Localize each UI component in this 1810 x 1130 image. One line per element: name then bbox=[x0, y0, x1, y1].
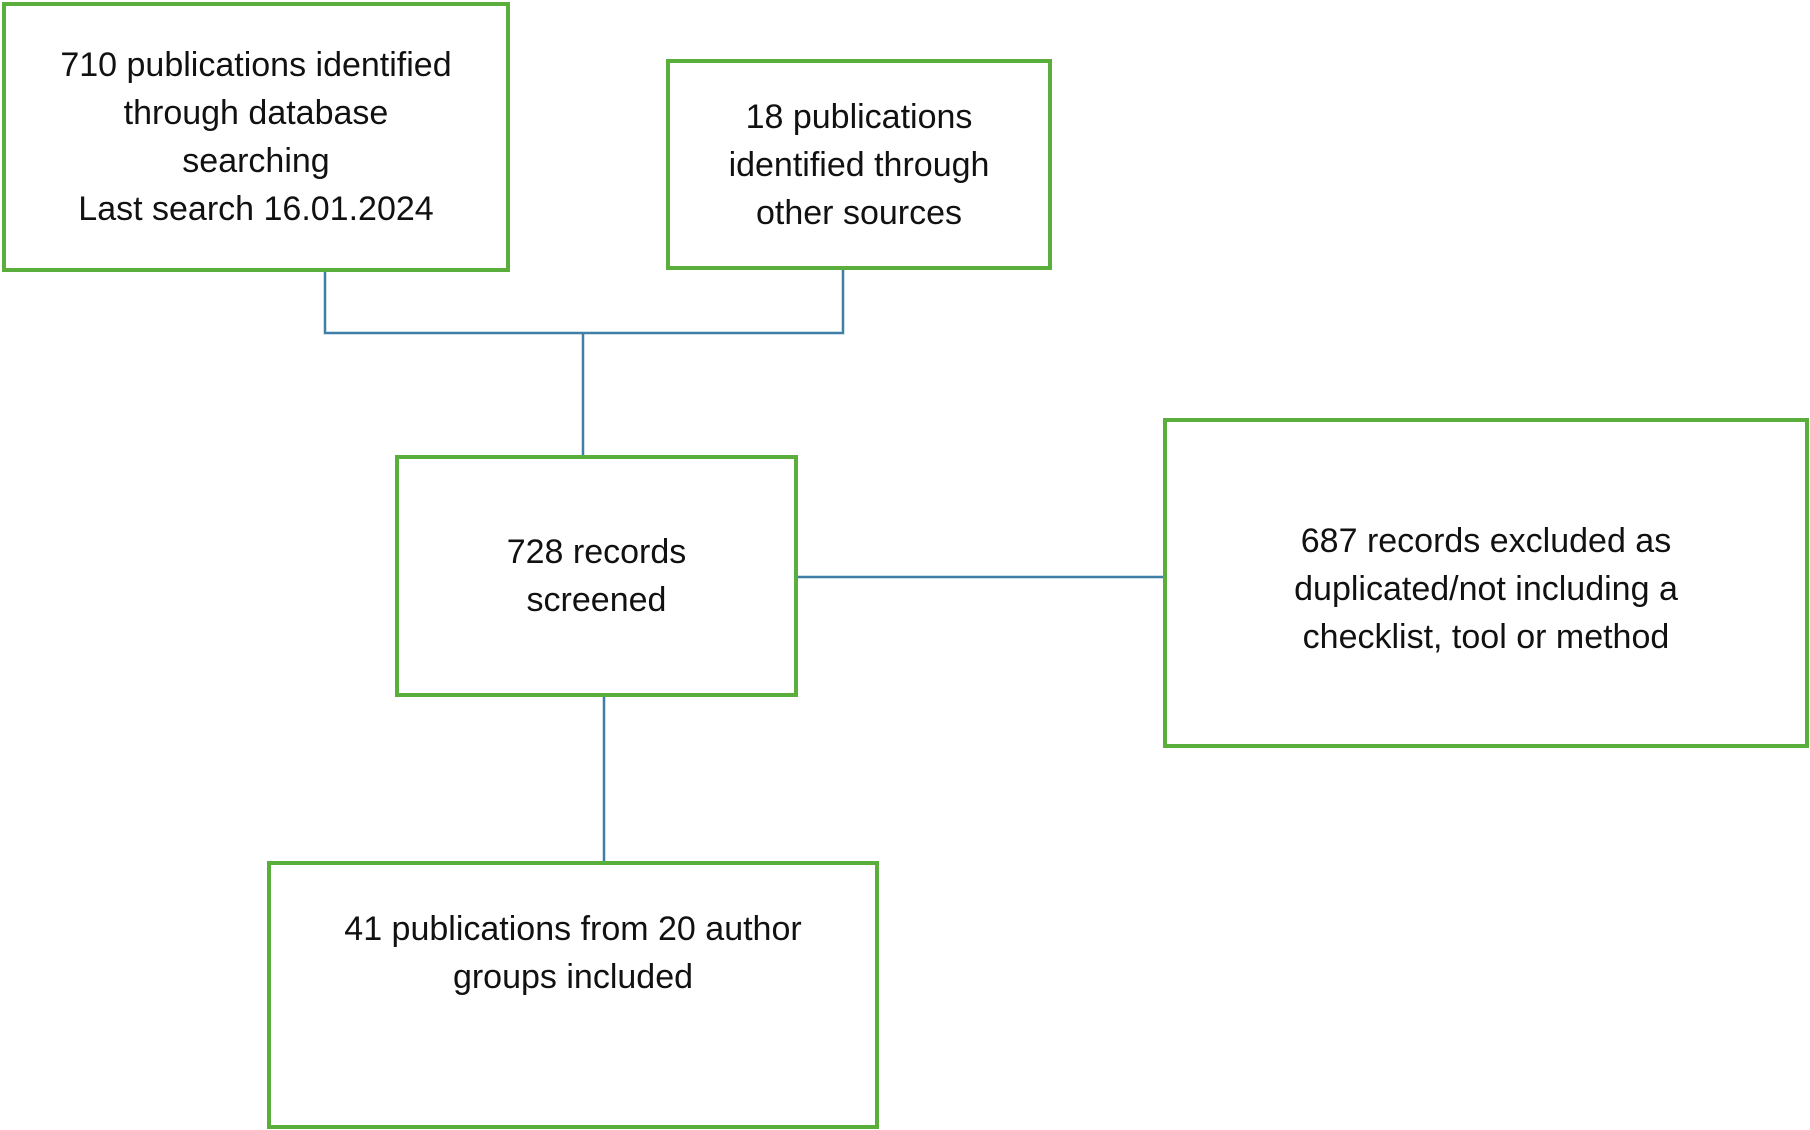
publications-included-text: 41 publications from 20 author groups in… bbox=[344, 910, 802, 996]
records-excluded-box: 687 records excluded as duplicated/not i… bbox=[1163, 418, 1809, 748]
database-search-box: 710 publications identified through data… bbox=[2, 2, 510, 272]
other-sources-box: 18 publications identified through other… bbox=[666, 59, 1052, 270]
publications-included-box: 41 publications from 20 author groups in… bbox=[267, 861, 879, 1129]
records-excluded-text: 687 records excluded as duplicated/not i… bbox=[1294, 522, 1678, 656]
edge-database-to-merge bbox=[323, 272, 583, 335]
other-sources-text: 18 publications identified through other… bbox=[728, 97, 990, 232]
edge-other-sources-to-merge bbox=[583, 270, 845, 335]
records-screened-text: 728 records screened bbox=[506, 533, 687, 619]
database-search-text: 710 publications identified through data… bbox=[60, 46, 452, 228]
records-screened-box: 728 records screened bbox=[395, 455, 798, 697]
